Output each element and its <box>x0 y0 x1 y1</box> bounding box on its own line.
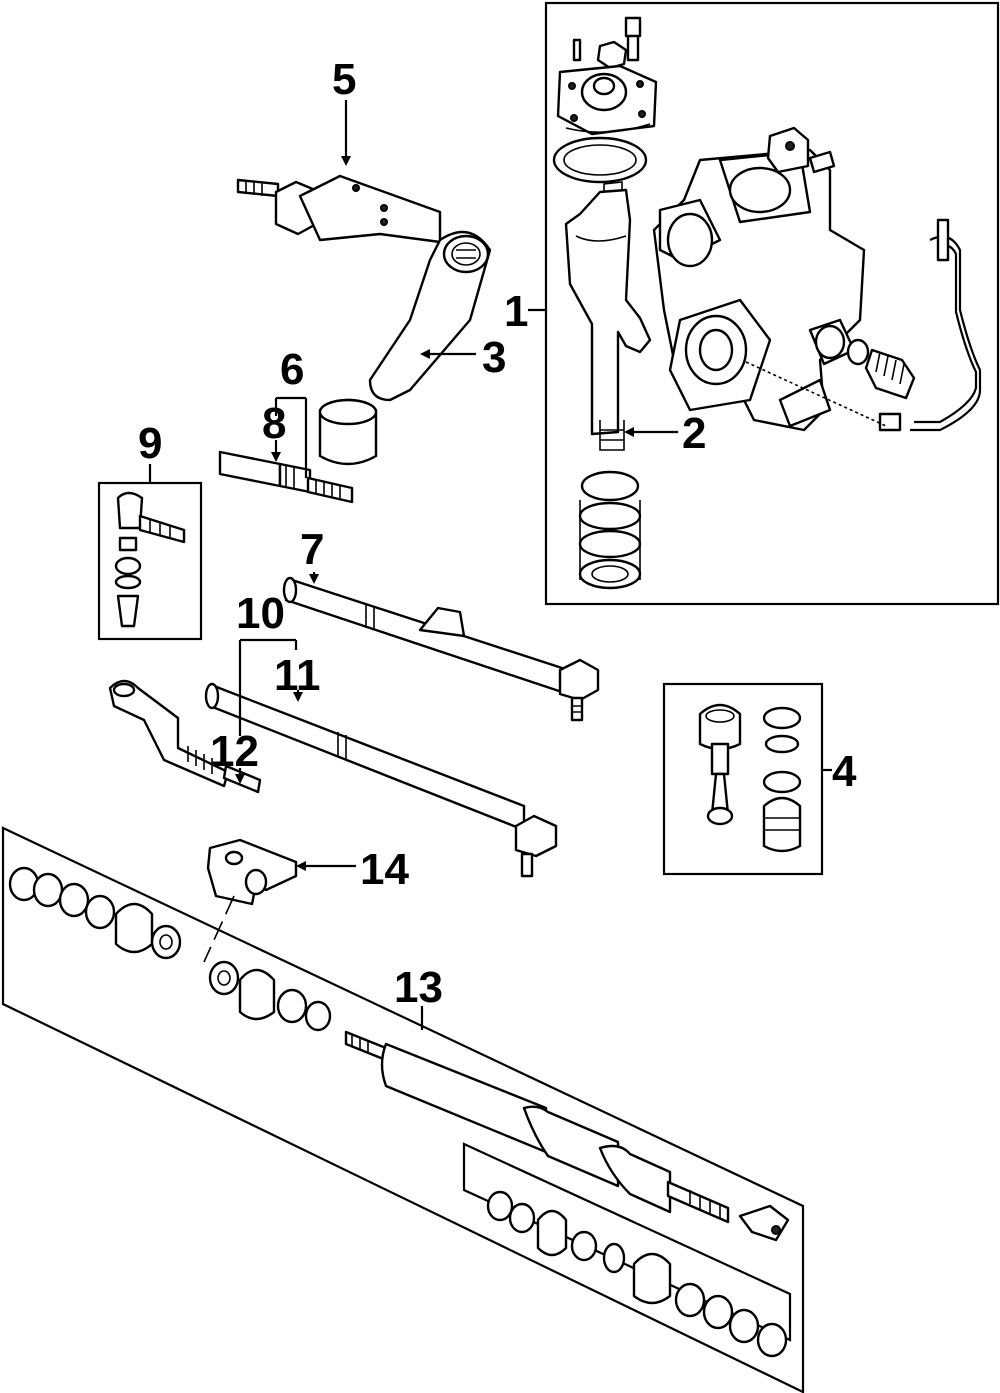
ball-nut-bearing-stack <box>578 470 642 590</box>
callout-11: 11 <box>274 651 321 700</box>
callout-7: 7 <box>300 525 324 574</box>
idler-arm-parts-group <box>662 682 824 876</box>
callout-labels: 1 2 3 4 5 6 7 8 9 10 11 12 13 14 <box>138 55 857 1012</box>
center-bushing-stack <box>208 960 332 1032</box>
center-link <box>282 576 600 722</box>
callout-3: 3 <box>482 333 506 382</box>
callout-5: 5 <box>332 55 356 104</box>
valve-spring <box>846 338 916 400</box>
callout-4: 4 <box>832 747 857 796</box>
left-bushing-stack <box>8 866 182 960</box>
rack-pinion-group-box <box>1 826 805 1393</box>
mounting-bracket <box>203 838 298 963</box>
callout-12: 12 <box>210 727 259 776</box>
callout-1: 1 <box>504 287 528 336</box>
gear-housing <box>652 126 866 432</box>
callout-8: 8 <box>262 399 286 448</box>
callout-9: 9 <box>138 419 162 468</box>
pitman-arm <box>318 230 492 466</box>
callout-2: 2 <box>682 409 706 458</box>
idler-arm <box>236 174 442 244</box>
tie-rod-end-kit-group <box>97 481 203 641</box>
sector-shaft <box>564 181 652 451</box>
rack-seal-kit-box <box>462 1142 792 1342</box>
adjuster-sleeve <box>218 450 354 504</box>
idler-arm-parts-box <box>662 682 824 876</box>
tie-rod-inner <box>204 682 558 878</box>
callout-13: 13 <box>394 963 443 1012</box>
side-cover <box>556 64 658 136</box>
rack-seal-kit <box>486 1190 790 1274</box>
right-bushing-stack <box>632 1252 788 1358</box>
steering-gear-group <box>544 1 1000 606</box>
leader-lines <box>148 100 832 1030</box>
cover-bolts <box>572 16 642 70</box>
callout-14: 14 <box>360 845 409 894</box>
callout-10: 10 <box>236 589 285 638</box>
rack-pinion-group <box>1 826 805 1393</box>
steering-gear-group-box <box>544 1 1000 606</box>
rack-housing <box>344 1030 730 1224</box>
callout-6: 6 <box>280 345 304 394</box>
tie-rod-end-kit-box <box>97 481 203 641</box>
hydraulic-line <box>878 218 982 432</box>
